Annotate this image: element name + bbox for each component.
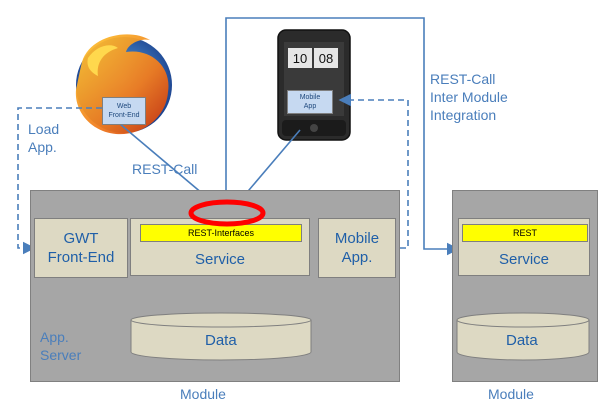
svg-text:10: 10: [293, 51, 307, 66]
second-service-label: Service: [498, 251, 550, 268]
web-frontend-mini-box: Web Front-End: [102, 97, 146, 125]
rest-bar: REST: [462, 224, 588, 242]
highlight-ellipse: [188, 199, 266, 227]
second-module-label: Module: [488, 386, 534, 402]
service-label: Service: [194, 251, 246, 268]
module-label: Module: [180, 386, 226, 402]
gwt-frontend-box: GWT Front-End: [34, 218, 128, 278]
app-server-label: App. Server: [40, 329, 82, 363]
svg-text:08: 08: [319, 51, 333, 66]
rest-call-label: REST-Call: [132, 161, 198, 177]
smartphone-icon: 10 08: [277, 29, 351, 141]
data-store: [130, 312, 312, 361]
data-label: Data: [205, 332, 237, 349]
mobile-app-mini-box: Mobile App: [287, 90, 333, 114]
rest-call-inter-module-label: REST-Call Inter Module Integration: [430, 71, 508, 123]
load-app-label: Load App.: [28, 121, 60, 155]
mobile-app-box: Mobile App.: [318, 218, 396, 278]
second-data-label: Data: [506, 332, 538, 349]
second-data-store: [456, 312, 590, 361]
